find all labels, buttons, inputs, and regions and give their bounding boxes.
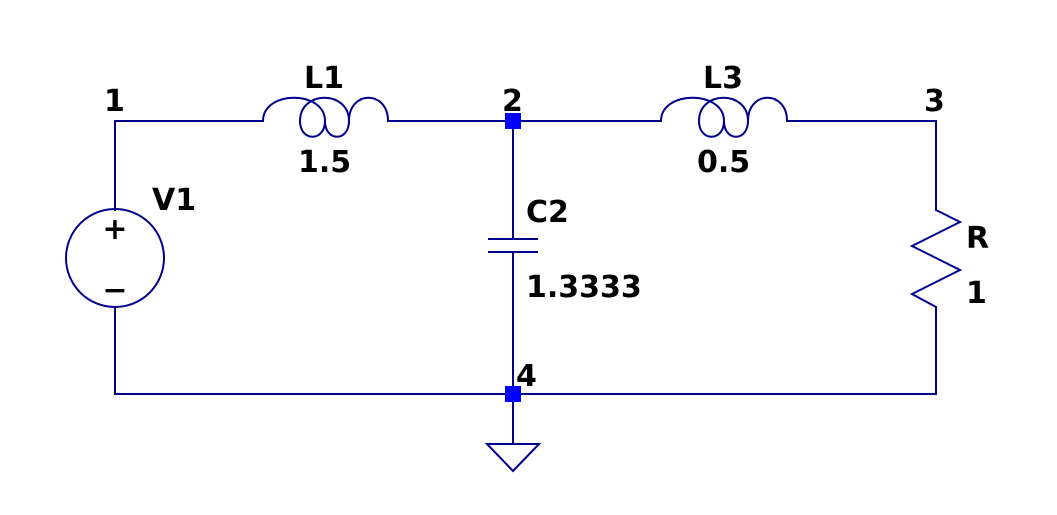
node-label-1: 1 <box>104 84 125 119</box>
v1-minus-sign: − <box>102 273 127 308</box>
l3-name-label: L3 <box>703 61 743 96</box>
r-value-label: 1 <box>966 276 987 311</box>
r-resistor-icon <box>909 209 963 308</box>
inductor-l1 <box>262 96 389 138</box>
ground-symbol <box>484 443 542 473</box>
r-name-label: R <box>966 221 989 256</box>
wires <box>114 120 937 445</box>
resistor-r <box>909 209 963 308</box>
l1-name-label: L1 <box>304 61 344 96</box>
v1-source-icon <box>65 208 165 308</box>
ground-icon <box>484 443 542 473</box>
l3-value-label: 0.5 <box>697 145 750 180</box>
c2-name-label: C2 <box>526 195 569 230</box>
capacitor-c2 <box>488 238 538 253</box>
node-label-3: 3 <box>924 84 945 119</box>
v1-name-label: V1 <box>152 183 196 218</box>
wire-v1-to-ground-rail <box>114 306 937 395</box>
junction-node4 <box>505 386 521 402</box>
wire-l3-to-resistor <box>786 120 937 211</box>
node-label-2: 2 <box>502 84 523 119</box>
l1-value-label: 1.5 <box>298 145 351 180</box>
l3-inductor-icon <box>660 96 788 138</box>
c2-value-label: 1.3333 <box>526 270 642 305</box>
l1-inductor-icon <box>262 96 389 138</box>
v1-plus-sign: + <box>102 212 127 247</box>
node-label-4: 4 <box>516 359 537 394</box>
inductor-l3 <box>660 96 788 138</box>
voltage-source-v1: + − <box>65 120 165 308</box>
junction-node2 <box>505 113 521 129</box>
